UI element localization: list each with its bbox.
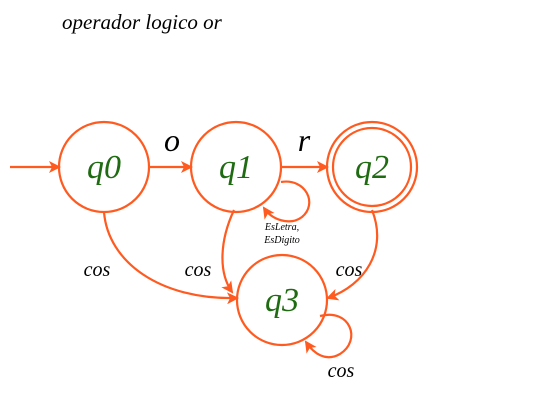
state-q2: q2	[325, 120, 419, 214]
edge-q3-self-loop	[304, 313, 353, 359]
edge-label-q1-q3: cos	[185, 259, 212, 281]
edge-label-q1-self-line1: EsLetra,	[264, 222, 299, 233]
edge-q1-q3	[221, 209, 235, 294]
diagram-title: operador logico or	[62, 10, 222, 34]
edge-q2-q3	[326, 209, 379, 301]
edge-label-q0-q3: cos	[84, 259, 111, 281]
edge-label-q0-q1: o	[164, 122, 180, 158]
state-q3: q3	[235, 253, 329, 347]
state-q1-label: q1	[219, 149, 253, 186]
edge-label-q1-self-line2: EsDigito	[263, 235, 300, 246]
state-q1: q1	[189, 120, 283, 214]
edge-label-q1-q2: r	[298, 122, 311, 158]
state-q0: q0	[57, 120, 151, 214]
edge-q0-q3	[102, 211, 239, 305]
state-q3-label: q3	[265, 282, 299, 319]
state-q2-label: q2	[355, 149, 389, 186]
edge-label-q2-q3: cos	[336, 259, 363, 281]
edge-label-q3-self: cos	[328, 360, 355, 382]
edge-q1-self-loop	[262, 180, 311, 223]
state-q0-label: q0	[87, 149, 121, 186]
